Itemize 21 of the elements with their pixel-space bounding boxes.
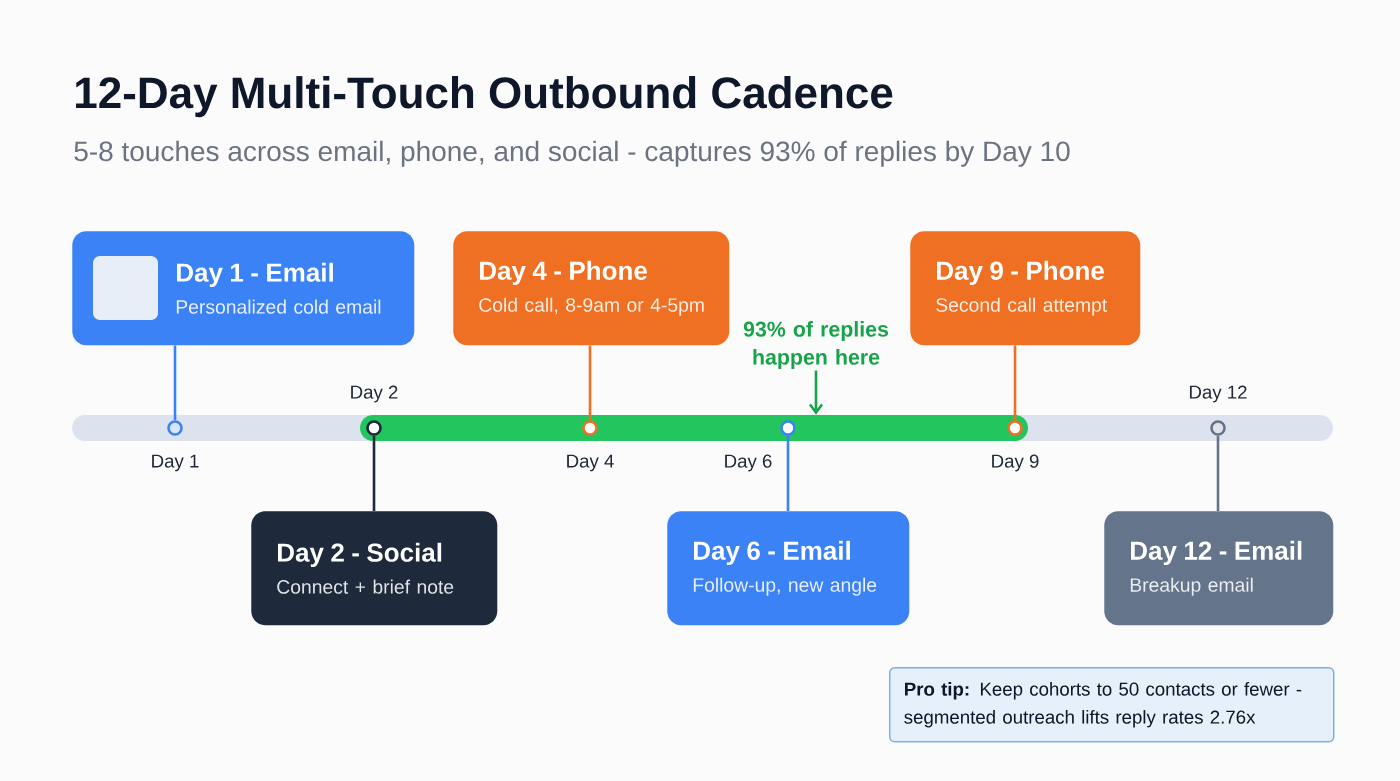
subtitle: 5-8 touches across email, phone, and social - captures 93% of replies by Day 10 [74,140,1070,167]
leader-line [588,345,592,421]
day-label: Day 12 [1189,385,1247,403]
day-label: Day 9 [992,454,1039,472]
leader-line [173,345,177,421]
annotation: 93% of replies happen here [743,321,888,369]
card: Day 4 - Phone Cold call, 8-9am or 4-5pm [453,231,730,346]
card: Day 6 - Email Follow-up, new angle [667,511,910,626]
tip-box: Pro tip: Keep cohorts to 50 contacts or fewer - segmented outreach lifts reply rates 2.76x [889,667,1335,743]
day-label: Day 2 [351,385,398,403]
day-label: Day 6 [725,454,772,472]
arrow [808,370,824,415]
highlight-band [360,415,1028,441]
card: Day 9 - Phone Second call attempt [910,231,1141,346]
day-label: Day 1 [152,454,199,472]
title: 12-Day Multi-Touch Outbound Cadence [76,76,893,118]
day-label: Day 4 [567,454,614,472]
leader-line [1216,435,1220,511]
card: Day 2 - Social Connect + brief note [251,511,498,626]
card: Day 12 - Email Breakup email [1104,511,1334,626]
leader-line [786,435,790,511]
